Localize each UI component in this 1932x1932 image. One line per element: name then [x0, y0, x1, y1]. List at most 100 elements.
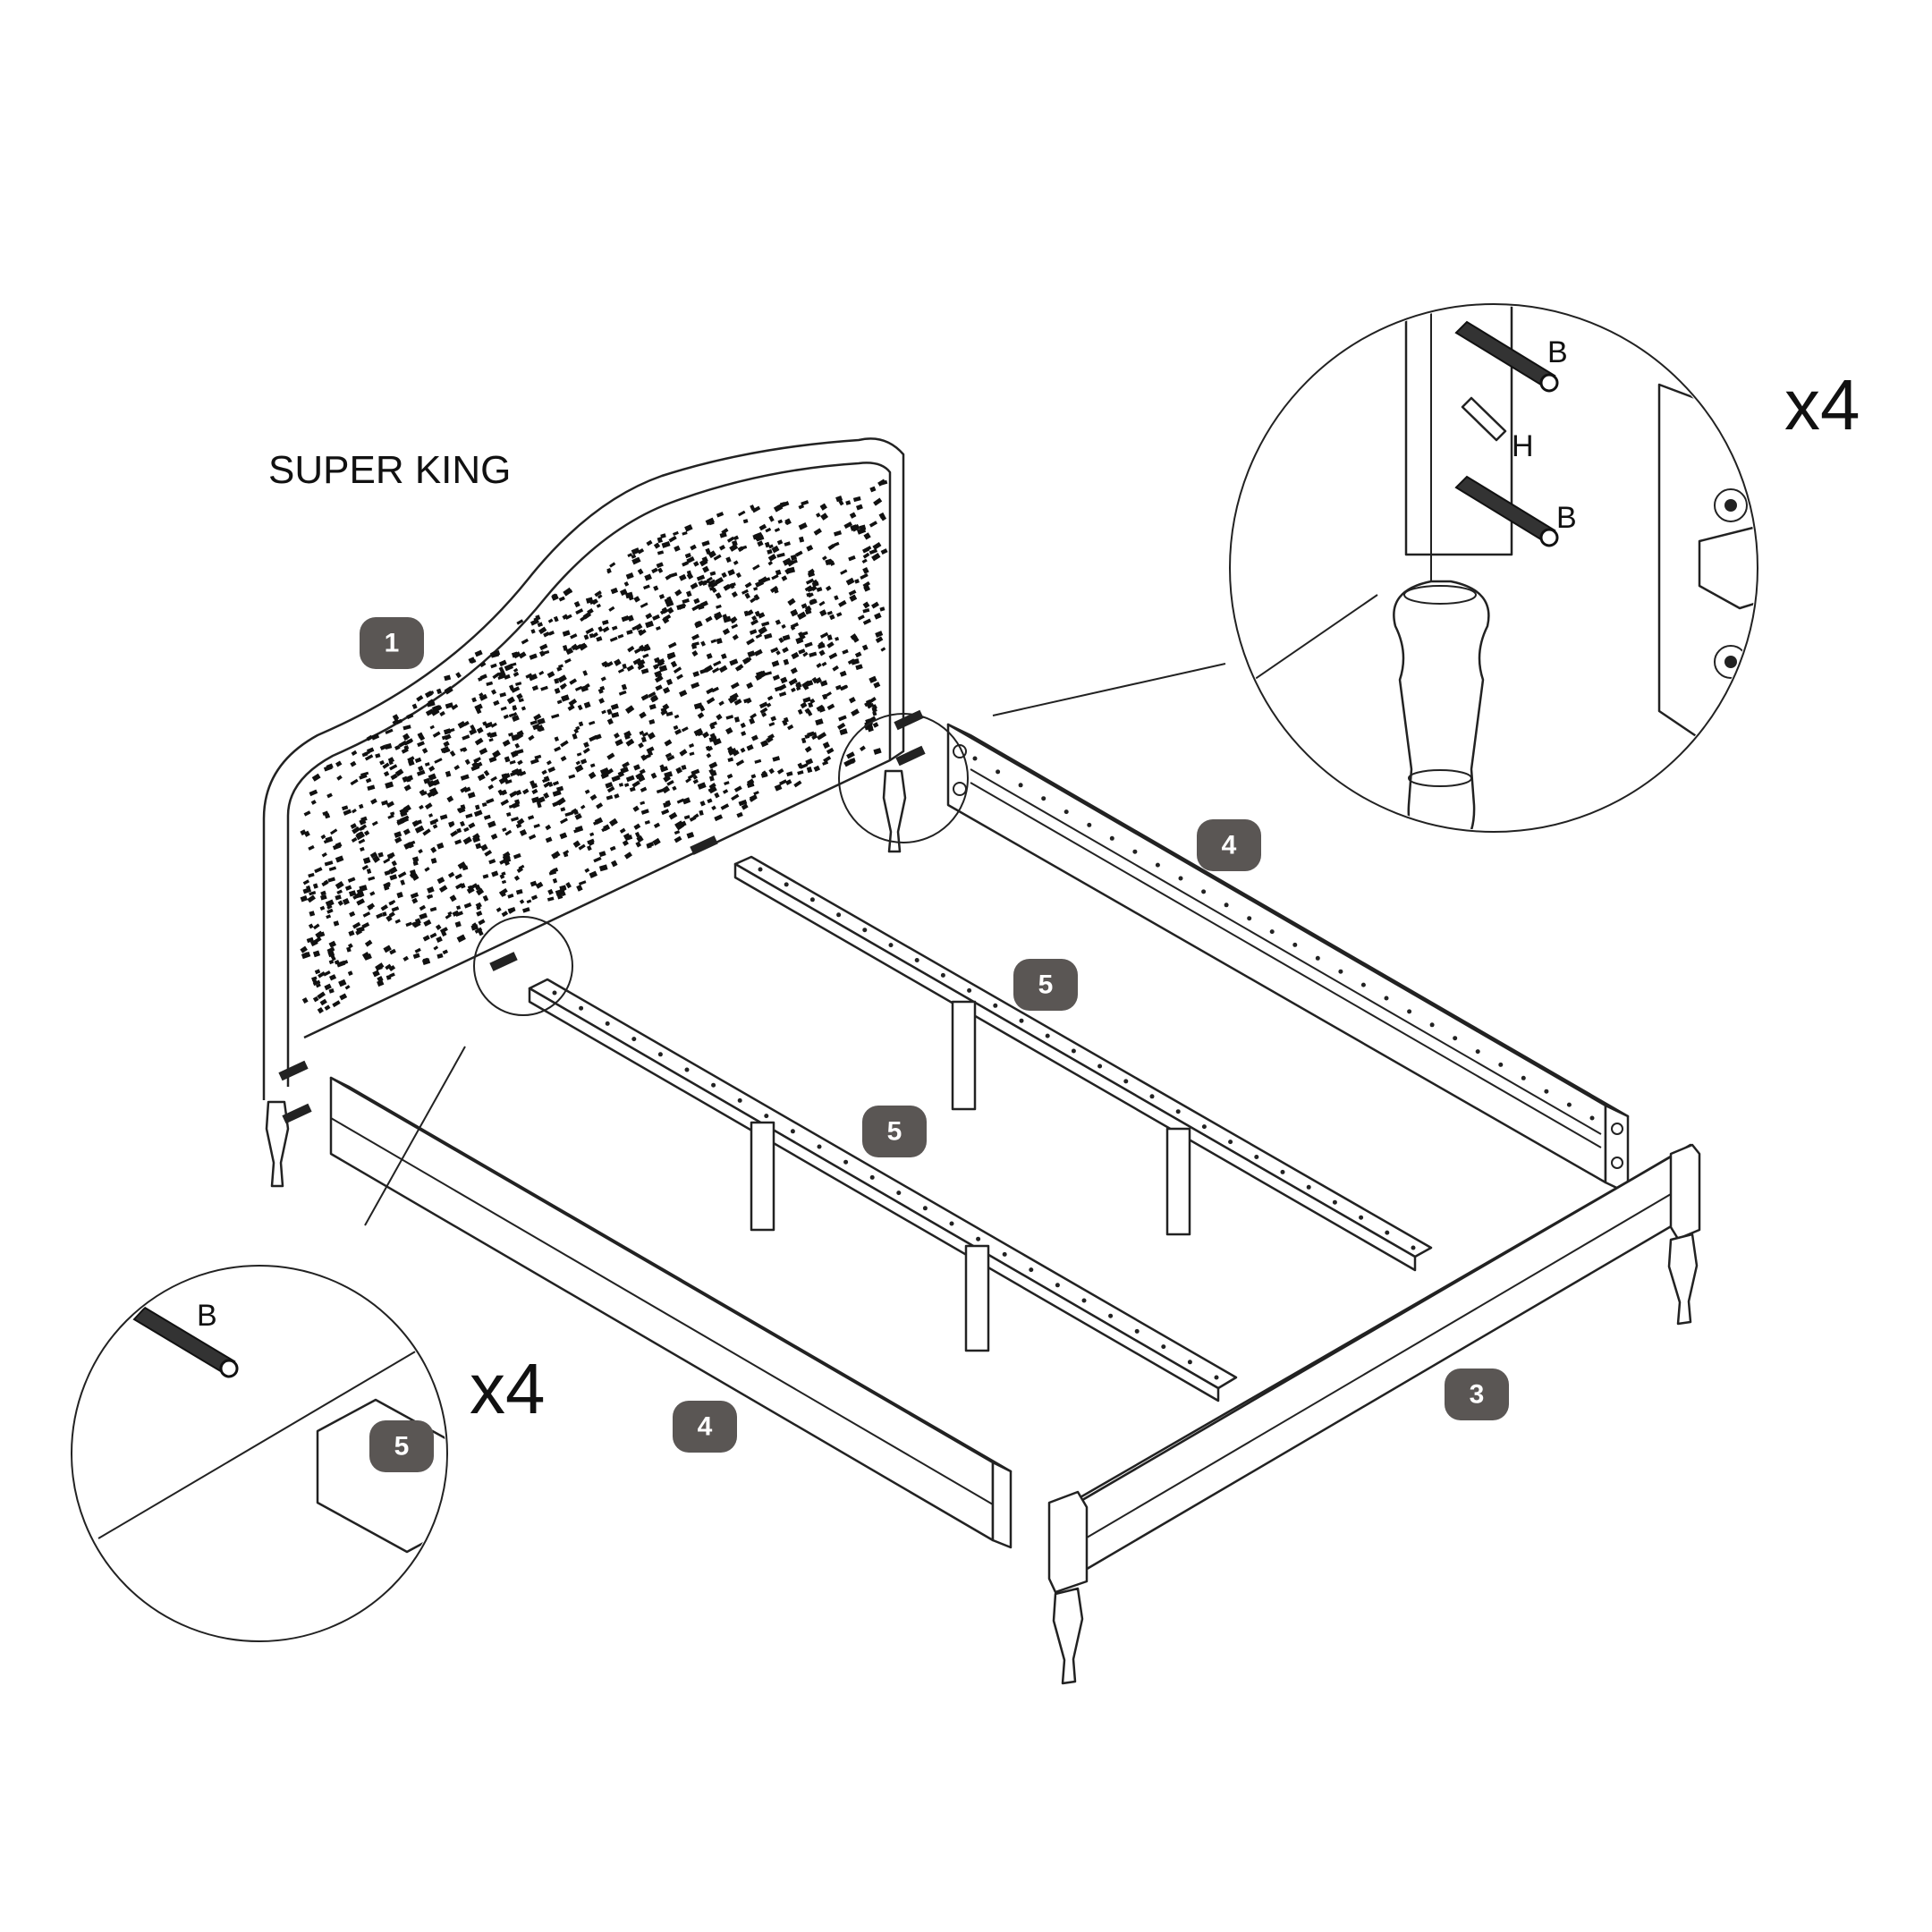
texture-speck	[314, 867, 323, 874]
texture-speck	[683, 815, 691, 820]
texture-speck	[800, 701, 808, 709]
texture-speck	[543, 792, 550, 800]
texture-speck	[314, 969, 321, 975]
texture-speck	[403, 784, 411, 792]
texture-speck	[674, 545, 681, 552]
texture-speck	[639, 711, 647, 719]
texture-speck	[731, 591, 738, 598]
texture-speck	[712, 667, 720, 674]
texture-speck	[660, 533, 666, 539]
texture-speck	[554, 687, 561, 694]
texture-speck	[753, 587, 758, 591]
texture-speck	[389, 811, 395, 816]
texture-speck	[554, 678, 560, 684]
texture-speck	[476, 911, 483, 917]
texture-speck	[674, 728, 682, 735]
rail-hole	[967, 987, 972, 993]
texture-speck	[619, 827, 626, 834]
texture-speck	[319, 894, 327, 901]
texture-speck	[375, 753, 381, 758]
texture-speck	[727, 747, 738, 756]
rail-hole	[1453, 1036, 1458, 1041]
texture-speck	[738, 510, 746, 517]
rail-hole	[1018, 783, 1023, 788]
texture-speck	[706, 687, 715, 695]
texture-speck	[674, 820, 683, 828]
texture-speck	[534, 754, 542, 760]
texture-speck	[508, 908, 515, 914]
texture-speck	[379, 759, 385, 766]
texture-speck	[662, 686, 671, 694]
texture-speck	[741, 803, 749, 810]
texture-speck	[411, 820, 419, 827]
texture-speck	[569, 678, 578, 685]
texture-speck	[706, 752, 712, 758]
texture-speck	[454, 839, 462, 845]
texture-speck	[445, 770, 452, 777]
rail-hole	[1087, 822, 1092, 827]
texture-speck	[469, 728, 478, 735]
texture-speck	[486, 681, 494, 686]
texture-speck	[366, 734, 373, 741]
texture-speck	[335, 842, 343, 849]
texture-speck	[326, 946, 335, 953]
texture-speck	[598, 851, 606, 858]
texture-speck	[434, 758, 443, 764]
texture-speck	[699, 809, 704, 816]
texture-speck	[880, 548, 888, 555]
texture-speck	[710, 639, 717, 644]
texture-speck	[826, 747, 835, 755]
texture-speck	[746, 781, 755, 789]
texture-speck	[676, 674, 683, 681]
texture-speck	[476, 887, 485, 896]
texture-speck	[656, 788, 664, 794]
texture-speck	[770, 647, 779, 654]
texture-speck	[709, 723, 716, 730]
rail-hole	[1214, 1375, 1219, 1380]
texture-speck	[513, 667, 519, 673]
texture-speck	[580, 804, 586, 809]
texture-speck	[473, 809, 483, 818]
texture-speck	[416, 695, 424, 702]
texture-speck	[665, 752, 673, 758]
texture-speck	[800, 631, 809, 637]
texture-speck	[589, 734, 598, 742]
texture-speck	[431, 818, 439, 824]
texture-speck	[554, 736, 559, 742]
texture-speck	[309, 789, 318, 797]
texture-speck	[822, 693, 828, 700]
rail-hole	[1108, 1313, 1114, 1318]
texture-speck	[767, 554, 777, 562]
texture-speck	[674, 714, 680, 719]
texture-speck	[600, 676, 606, 682]
texture-speck	[587, 608, 594, 615]
texture-speck	[431, 791, 439, 797]
texture-speck	[716, 638, 723, 645]
rail-hole	[1566, 1102, 1572, 1107]
texture-speck	[436, 842, 445, 850]
texture-speck	[430, 857, 437, 864]
texture-speck	[690, 582, 699, 590]
texture-speck	[312, 923, 320, 930]
texture-speck	[432, 706, 438, 712]
texture-speck	[371, 820, 378, 826]
texture-speck	[429, 724, 435, 730]
texture-speck	[722, 789, 729, 794]
texture-speck	[317, 991, 326, 1000]
texture-speck	[562, 614, 569, 620]
texture-speck	[631, 547, 640, 555]
texture-speck	[574, 764, 584, 773]
texture-speck	[708, 520, 715, 526]
texture-speck	[606, 718, 614, 725]
texture-speck	[598, 864, 608, 872]
texture-speck	[605, 782, 614, 789]
texture-speck	[303, 810, 311, 817]
texture-speck	[412, 860, 419, 867]
texture-speck	[730, 682, 740, 690]
texture-speck	[798, 522, 808, 530]
rail-hole	[737, 1097, 742, 1103]
texture-speck	[668, 535, 677, 543]
texture-speck	[486, 798, 495, 804]
texture-speck	[456, 934, 466, 943]
texture-speck	[719, 531, 727, 538]
